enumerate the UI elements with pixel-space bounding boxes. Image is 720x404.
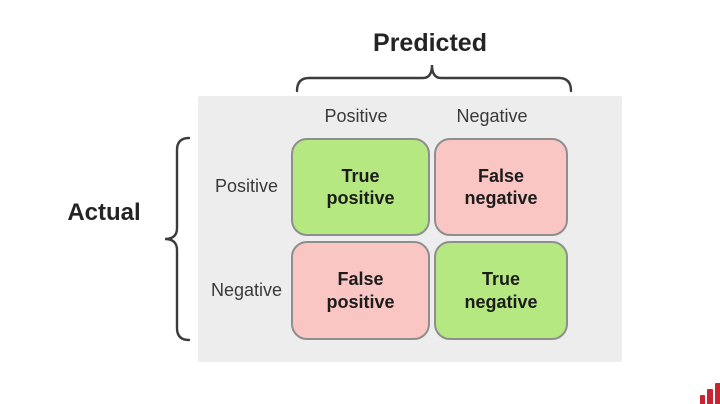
matrix-cells-grid: True positive False negative False posit… (291, 138, 568, 340)
predicted-brace (295, 64, 573, 93)
cell-true-positive: True positive (291, 138, 430, 236)
cell-false-positive: False positive (291, 241, 430, 340)
column-label-predicted-negative: Negative (456, 106, 528, 126)
cell-false-negative: False negative (434, 138, 568, 236)
row-label-actual-negative: Negative (210, 280, 283, 300)
predicted-brace-path (295, 64, 573, 93)
row-label-actual-positive: Positive (214, 176, 279, 196)
bar-chart-icon-bar-medium (707, 389, 713, 404)
bar-chart-icon-bar-tall (715, 383, 720, 404)
actual-brace-path (164, 136, 191, 342)
column-label-predicted-positive: Positive (324, 106, 388, 126)
predicted-axis-title: Predicted (373, 29, 487, 57)
bar-chart-icon (698, 382, 720, 404)
actual-axis-title: Actual (67, 199, 141, 226)
actual-brace (164, 136, 191, 342)
matrix-panel: Positive Negative Positive Negative True… (198, 96, 622, 362)
cell-true-negative: True negative (434, 241, 568, 340)
bar-chart-icon-bar-short (700, 395, 705, 404)
